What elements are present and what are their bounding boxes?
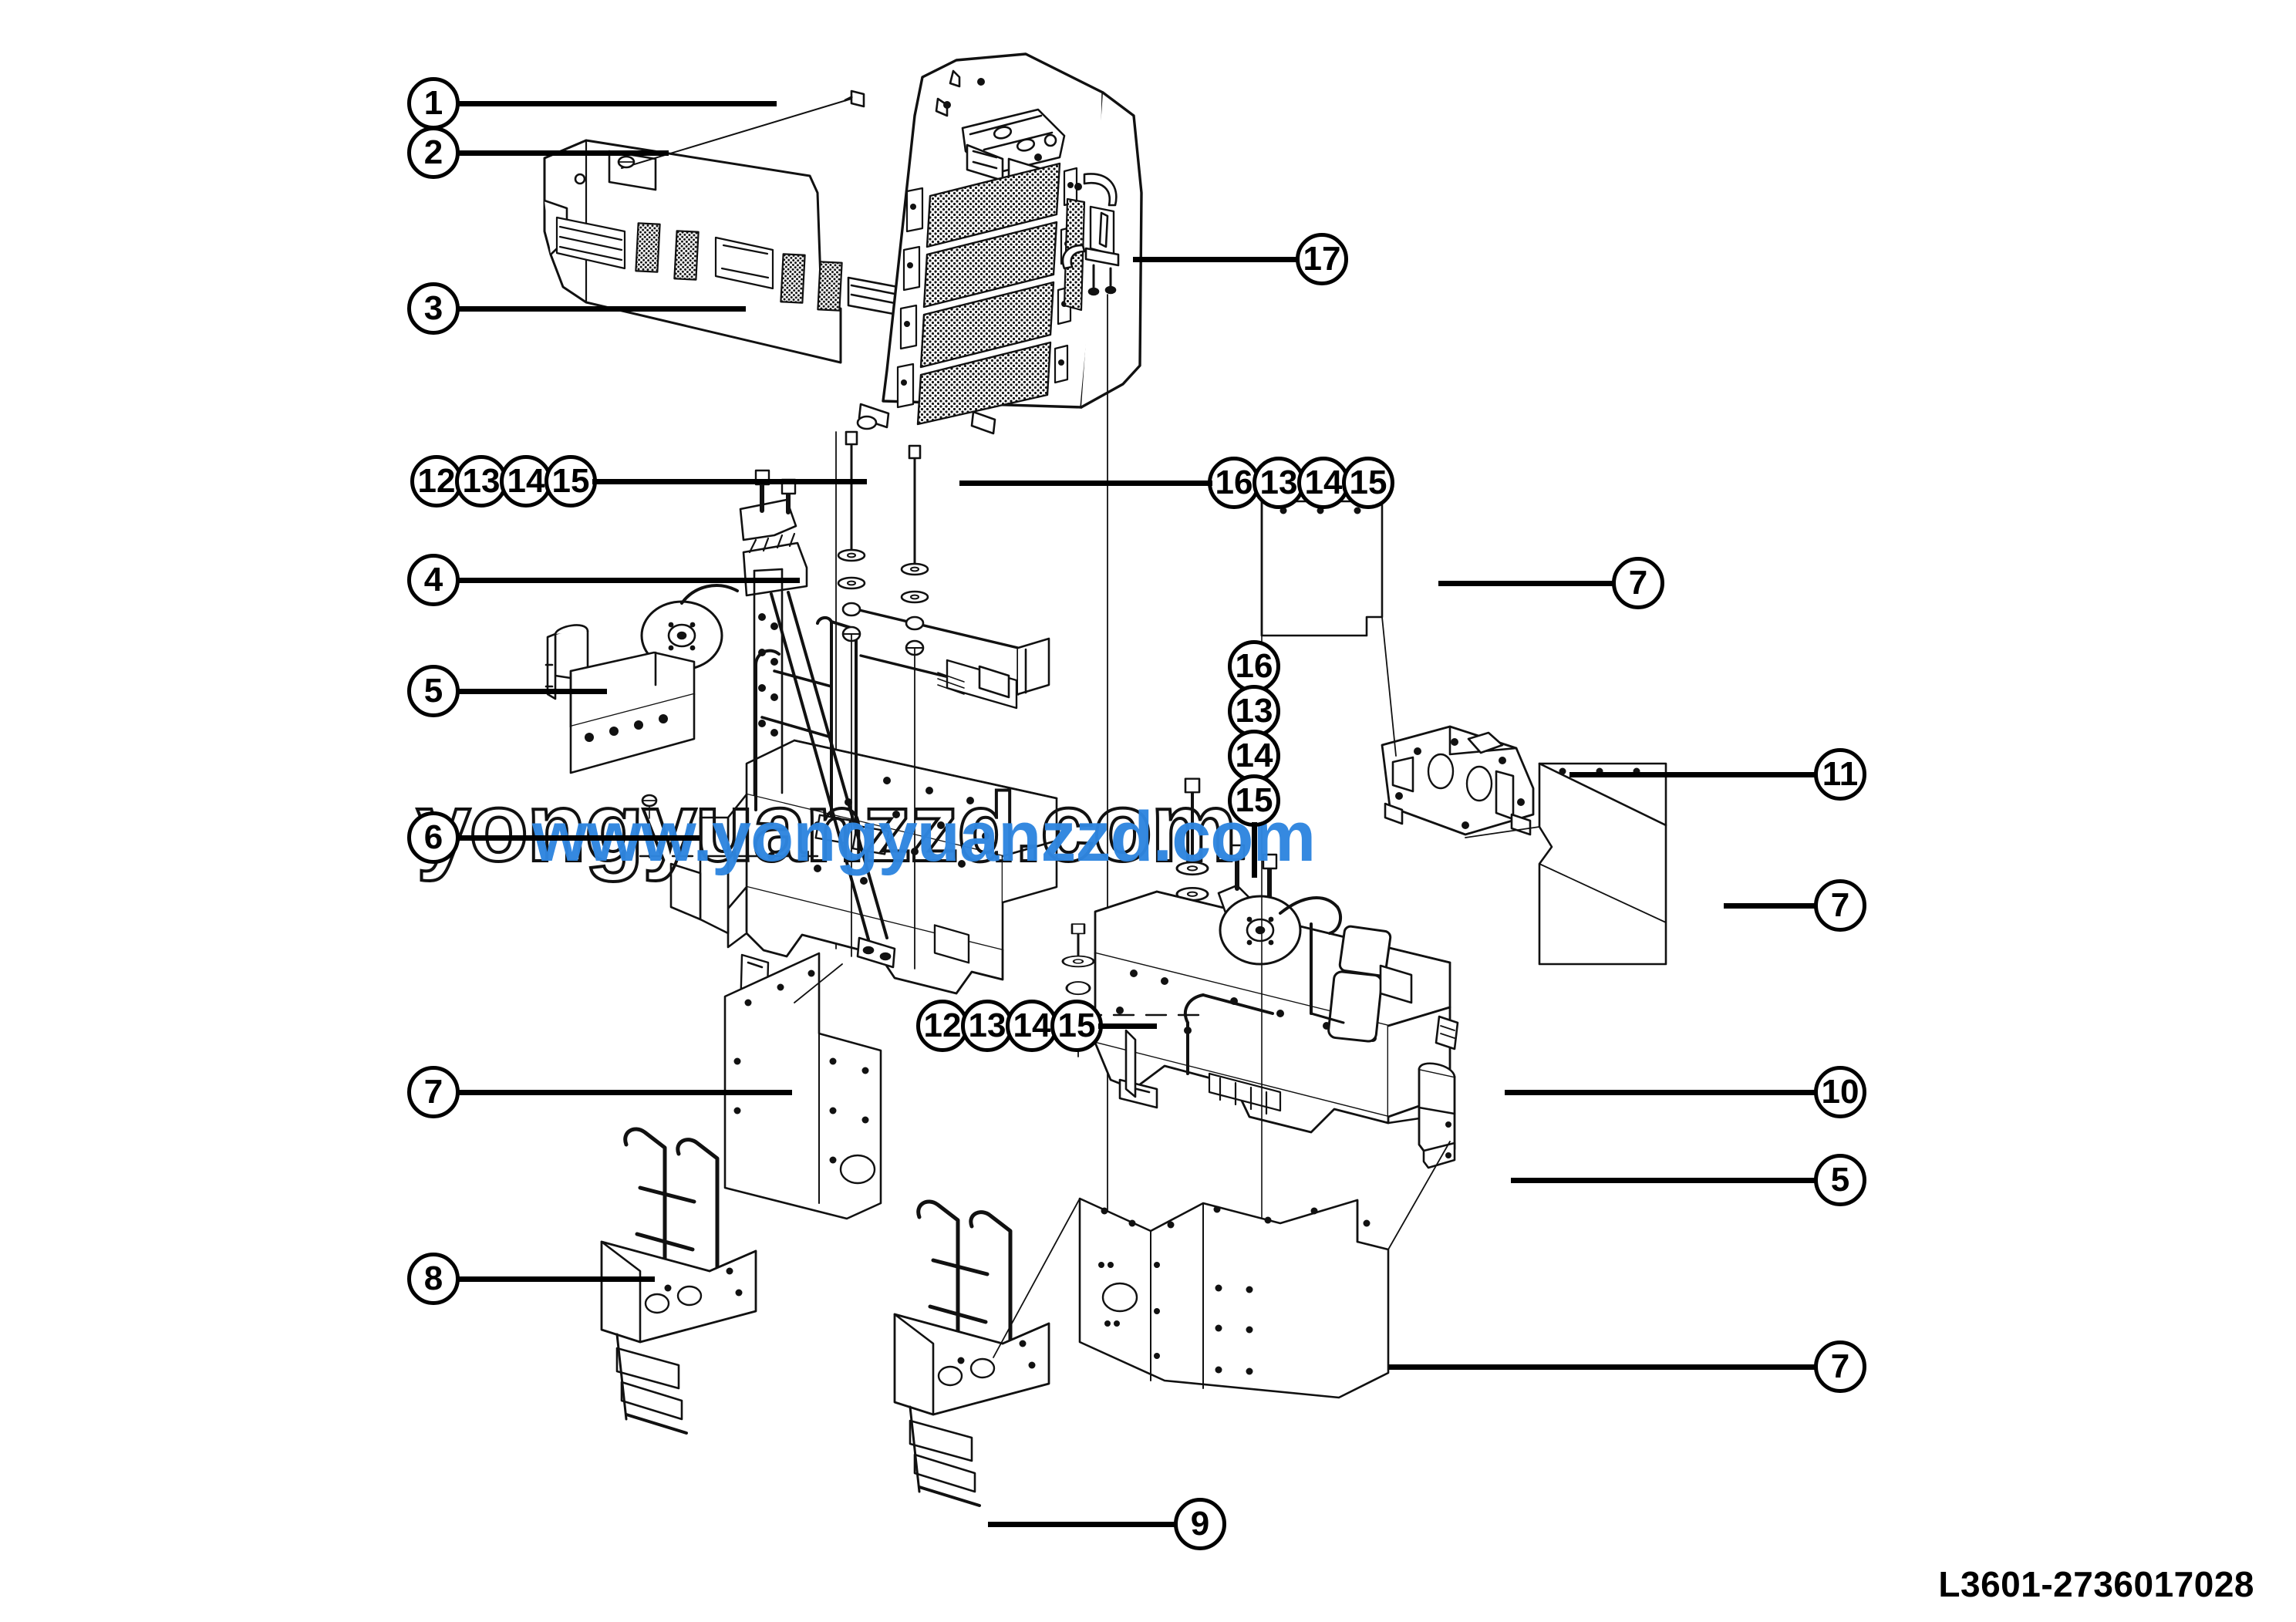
leader-line-c7d [1389, 1364, 1816, 1370]
callout-grp-bottom-center-12-0[interactable]: 12 [916, 1000, 969, 1052]
callout-c5a[interactable]: 5 [407, 665, 460, 717]
leader-line-c17 [1133, 257, 1298, 262]
callout-c6[interactable]: 6 [407, 811, 460, 864]
bolt-stack-left-b [900, 444, 929, 656]
callout-c9[interactable]: 9 [1174, 1498, 1226, 1550]
hood-latch-part [1084, 205, 1120, 296]
callout-c7c[interactable]: 7 [1814, 879, 1866, 932]
callout-c7a[interactable]: 7 [407, 1066, 460, 1118]
callout-grp-right-top-15-3[interactable]: 15 [1342, 457, 1394, 509]
drawing-number: L3601-2736017028 [1938, 1564, 2254, 1604]
leader-line-c10 [1505, 1090, 1816, 1095]
callout-c2[interactable]: 2 [407, 126, 460, 179]
callout-grp-left-top-12-0[interactable]: 12 [410, 455, 463, 508]
leader-line-c5b [1511, 1178, 1816, 1183]
leader-line-c11 [1569, 772, 1816, 777]
item5-canister-right [1418, 1062, 1456, 1169]
leader-line-c3 [457, 306, 746, 312]
callout-grp-center-vertical-15-3[interactable]: 15 [1228, 774, 1280, 827]
step-ladder-left [600, 1127, 757, 1435]
callout-c7d[interactable]: 7 [1814, 1340, 1866, 1393]
item1-bolt [621, 89, 865, 169]
callout-grp-left-top-14-2[interactable]: 14 [500, 455, 552, 508]
callout-grp-center-vertical-16-0[interactable]: 16 [1228, 640, 1280, 693]
side-cover-panel-left-lower [723, 952, 882, 1220]
leader-line-grp-center-vertical [1252, 822, 1257, 878]
callout-c8[interactable]: 8 [407, 1253, 460, 1305]
main-platform-deck [640, 469, 1058, 1021]
callout-c17[interactable]: 17 [1296, 233, 1348, 285]
callout-c7b[interactable]: 7 [1612, 557, 1664, 609]
leader-line-grp-right-top [959, 481, 1212, 486]
side-cover-panel-upper-right [1260, 500, 1384, 637]
item2-nut [617, 155, 636, 169]
leader-line-c6 [457, 835, 700, 841]
callout-grp-left-top-15-3[interactable]: 15 [544, 455, 597, 508]
leader-line-c4 [457, 578, 800, 583]
side-cover-panel-right [1538, 762, 1667, 966]
leader-line-c2 [457, 150, 669, 156]
callout-c1[interactable]: 1 [407, 77, 460, 130]
leader-line-c8 [457, 1276, 655, 1282]
engine-hood-cowling [856, 52, 1143, 435]
leader-line-c1 [457, 101, 777, 106]
item6-fastener [641, 794, 658, 858]
leader-line-grp-bottom-center [1098, 1023, 1157, 1029]
leader-line-c5a [457, 689, 607, 694]
leader-line-c7a [457, 1090, 792, 1095]
battery-box-left [569, 651, 696, 774]
side-cover-panel-bottom [1078, 1197, 1390, 1399]
callout-c10[interactable]: 10 [1814, 1066, 1866, 1118]
leader-line-c7c [1724, 903, 1816, 909]
leader-line-c9 [988, 1522, 1176, 1527]
leader-line-c7b [1438, 581, 1614, 586]
front-louver-beam-part [543, 139, 936, 364]
step-ladder-right [893, 1199, 1050, 1507]
item5-canister-left [544, 624, 589, 700]
control-bracket-module [1381, 725, 1535, 836]
callout-grp-bottom-center-15-3[interactable]: 15 [1050, 1000, 1103, 1052]
leader-line-grp-left-top [592, 479, 867, 484]
callout-c4[interactable]: 4 [407, 554, 460, 606]
callout-c3[interactable]: 3 [407, 282, 460, 335]
callout-c5b[interactable]: 5 [1814, 1154, 1866, 1206]
bolt-stack-left-a [837, 430, 866, 642]
callout-grp-center-vertical-13-1[interactable]: 13 [1228, 685, 1280, 737]
callout-c11[interactable]: 11 [1814, 748, 1866, 801]
rear-chassis-frame [1094, 844, 1459, 1134]
